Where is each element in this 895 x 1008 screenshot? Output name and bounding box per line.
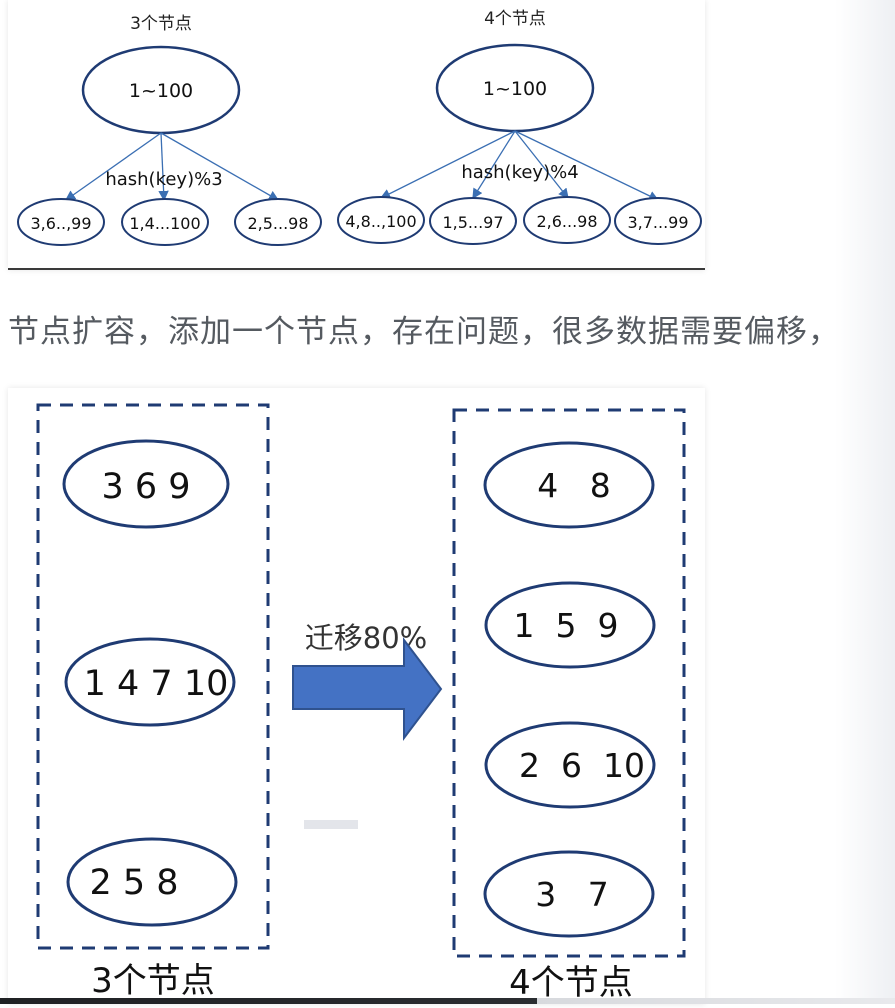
left-node-label-2: 1 4 7 10 xyxy=(84,664,229,704)
right-node-ellipse-3 xyxy=(484,721,656,809)
hash-mod-svg: 3个节点 1~100 hash(key)%3 3,6..,99 1,4...10… xyxy=(17,9,702,246)
expansion-caption: 节点扩容，添加一个节点，存在问题，很多数据需要偏移， xyxy=(8,314,840,350)
right-hash-rule: hash(key)%4 xyxy=(461,162,578,183)
right-child-label-4: 3,7...99 xyxy=(627,213,688,232)
page-edge-shade xyxy=(835,0,895,1004)
left-edge-2 xyxy=(158,132,169,202)
right-node-ellipse-4 xyxy=(483,850,655,938)
right-child-label-2: 1,5...97 xyxy=(442,213,503,232)
left-edge-1 xyxy=(64,132,162,201)
migration-arrow xyxy=(292,637,443,741)
right-child-ellipse-1 xyxy=(337,196,425,244)
right-child-label-3: 2,6...98 xyxy=(536,212,597,231)
right-node-ellipse-2 xyxy=(484,581,656,669)
watermark-smudge xyxy=(304,820,358,829)
left-node-label-1: 3 6 9 xyxy=(101,467,190,507)
hash-mod-diagram: 3个节点 1~100 hash(key)%3 3,6..,99 1,4...10… xyxy=(8,0,705,270)
left-node-ellipse-2 xyxy=(64,637,236,727)
right-child-ellipse-4 xyxy=(614,197,702,245)
left-child-ellipse-1 xyxy=(17,198,105,246)
left-child-label-3: 2,5...98 xyxy=(247,214,308,233)
three-node-group-box xyxy=(36,403,270,950)
right-edge-4 xyxy=(514,130,660,201)
left-child-ellipse-2 xyxy=(121,198,209,246)
right-child-label-1: 4,8..,100 xyxy=(345,212,416,231)
right-node-label-1: 4 8 xyxy=(537,466,610,505)
bottom-taskbar-strip xyxy=(0,998,895,1004)
left-node-ellipse-1 xyxy=(62,439,230,529)
left-child-label-1: 3,6..,99 xyxy=(30,214,91,233)
left-hash-rule: hash(key)%3 xyxy=(105,169,222,190)
right-node-ellipse-1 xyxy=(483,441,655,529)
right-node-label-4: 3 7 xyxy=(535,875,608,914)
left-child-ellipse-3 xyxy=(234,198,322,246)
left-node-ellipse-3 xyxy=(66,837,238,927)
left-node-label-3: 2 5 8 xyxy=(89,863,178,903)
right-node-label-2: 1 5 9 xyxy=(514,606,619,645)
four-node-group-label: 4个节点 xyxy=(509,963,633,1003)
right-node-label-3: 2 6 10 xyxy=(519,746,645,785)
right-edge-3 xyxy=(514,130,569,200)
four-nodes-title: 4个节点 xyxy=(484,9,546,29)
migration-svg: 3 6 9 1 4 7 10 2 5 8 3个节点 迁移80% 4 8 1 5 … xyxy=(36,403,686,1003)
right-edge-2 xyxy=(472,130,516,200)
right-root-label: 1~100 xyxy=(483,78,547,100)
migration-diagram: 3 6 9 1 4 7 10 2 5 8 3个节点 迁移80% 4 8 1 5 … xyxy=(8,388,705,1004)
left-edge-3 xyxy=(160,132,280,201)
four-node-group-box xyxy=(452,408,686,958)
right-edge-1 xyxy=(379,130,516,199)
three-node-group-label: 3个节点 xyxy=(91,961,215,1001)
left-root-label: 1~100 xyxy=(129,80,193,102)
right-child-ellipse-2 xyxy=(429,197,517,245)
right-child-ellipse-3 xyxy=(523,196,611,244)
three-nodes-title: 3个节点 xyxy=(130,14,192,34)
left-child-label-2: 1,4...100 xyxy=(129,214,200,233)
